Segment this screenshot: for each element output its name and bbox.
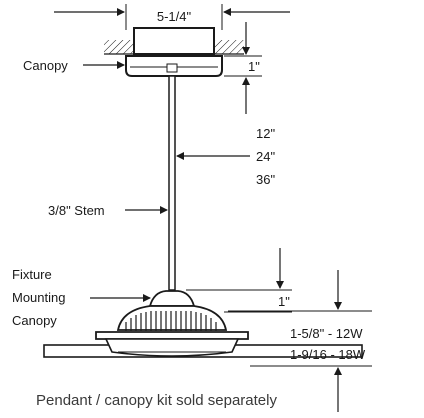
fixture-lens <box>104 338 240 357</box>
fixture-canopy-height-dimension: 1" <box>186 248 292 313</box>
canopy-height-label: 1" <box>248 59 260 74</box>
fixture-housing <box>116 305 228 331</box>
fixture <box>43 290 363 358</box>
ceiling-canopy <box>104 27 244 77</box>
stem-label: 3/8" Stem <box>48 203 105 218</box>
stem <box>168 75 176 291</box>
stem-length-24: 24" <box>256 149 275 164</box>
junction-box <box>133 27 215 55</box>
caption: Pendant / canopy kit sold separately <box>36 392 277 409</box>
fixture-fins <box>125 311 217 331</box>
fixture-label-line2: Mounting <box>12 290 65 305</box>
fixture-height-12w: 1-5/8" - 12W <box>290 326 363 341</box>
canopy-width-dimension: 5-1/4" <box>54 4 290 30</box>
ceiling-hatch-left <box>104 40 134 54</box>
fixture-label-line1: Fixture <box>12 267 52 282</box>
stem-coupling <box>166 63 178 73</box>
fixture-trim-ring <box>95 331 249 340</box>
stem-length-36: 36" <box>256 172 275 187</box>
ceiling-hatch-right <box>214 40 244 54</box>
fixture-label-line3: Canopy <box>12 313 57 328</box>
fixture-height-dimension: 1-5/8" - 12W 1-9/16 - 18W <box>228 270 372 412</box>
fixture-mounting-canopy <box>148 290 196 307</box>
canopy-label: Canopy <box>23 58 68 73</box>
stem-length-12: 12" <box>256 126 275 141</box>
stem-length-callout: 12" 24" 36" <box>176 126 275 187</box>
canopy-height-dimension: 1" <box>224 22 262 114</box>
canopy-width-label: 5-1/4" <box>157 9 192 24</box>
fixture-height-18w: 1-9/16 - 18W <box>290 347 366 362</box>
fixture-canopy-height-label: 1" <box>278 294 290 309</box>
